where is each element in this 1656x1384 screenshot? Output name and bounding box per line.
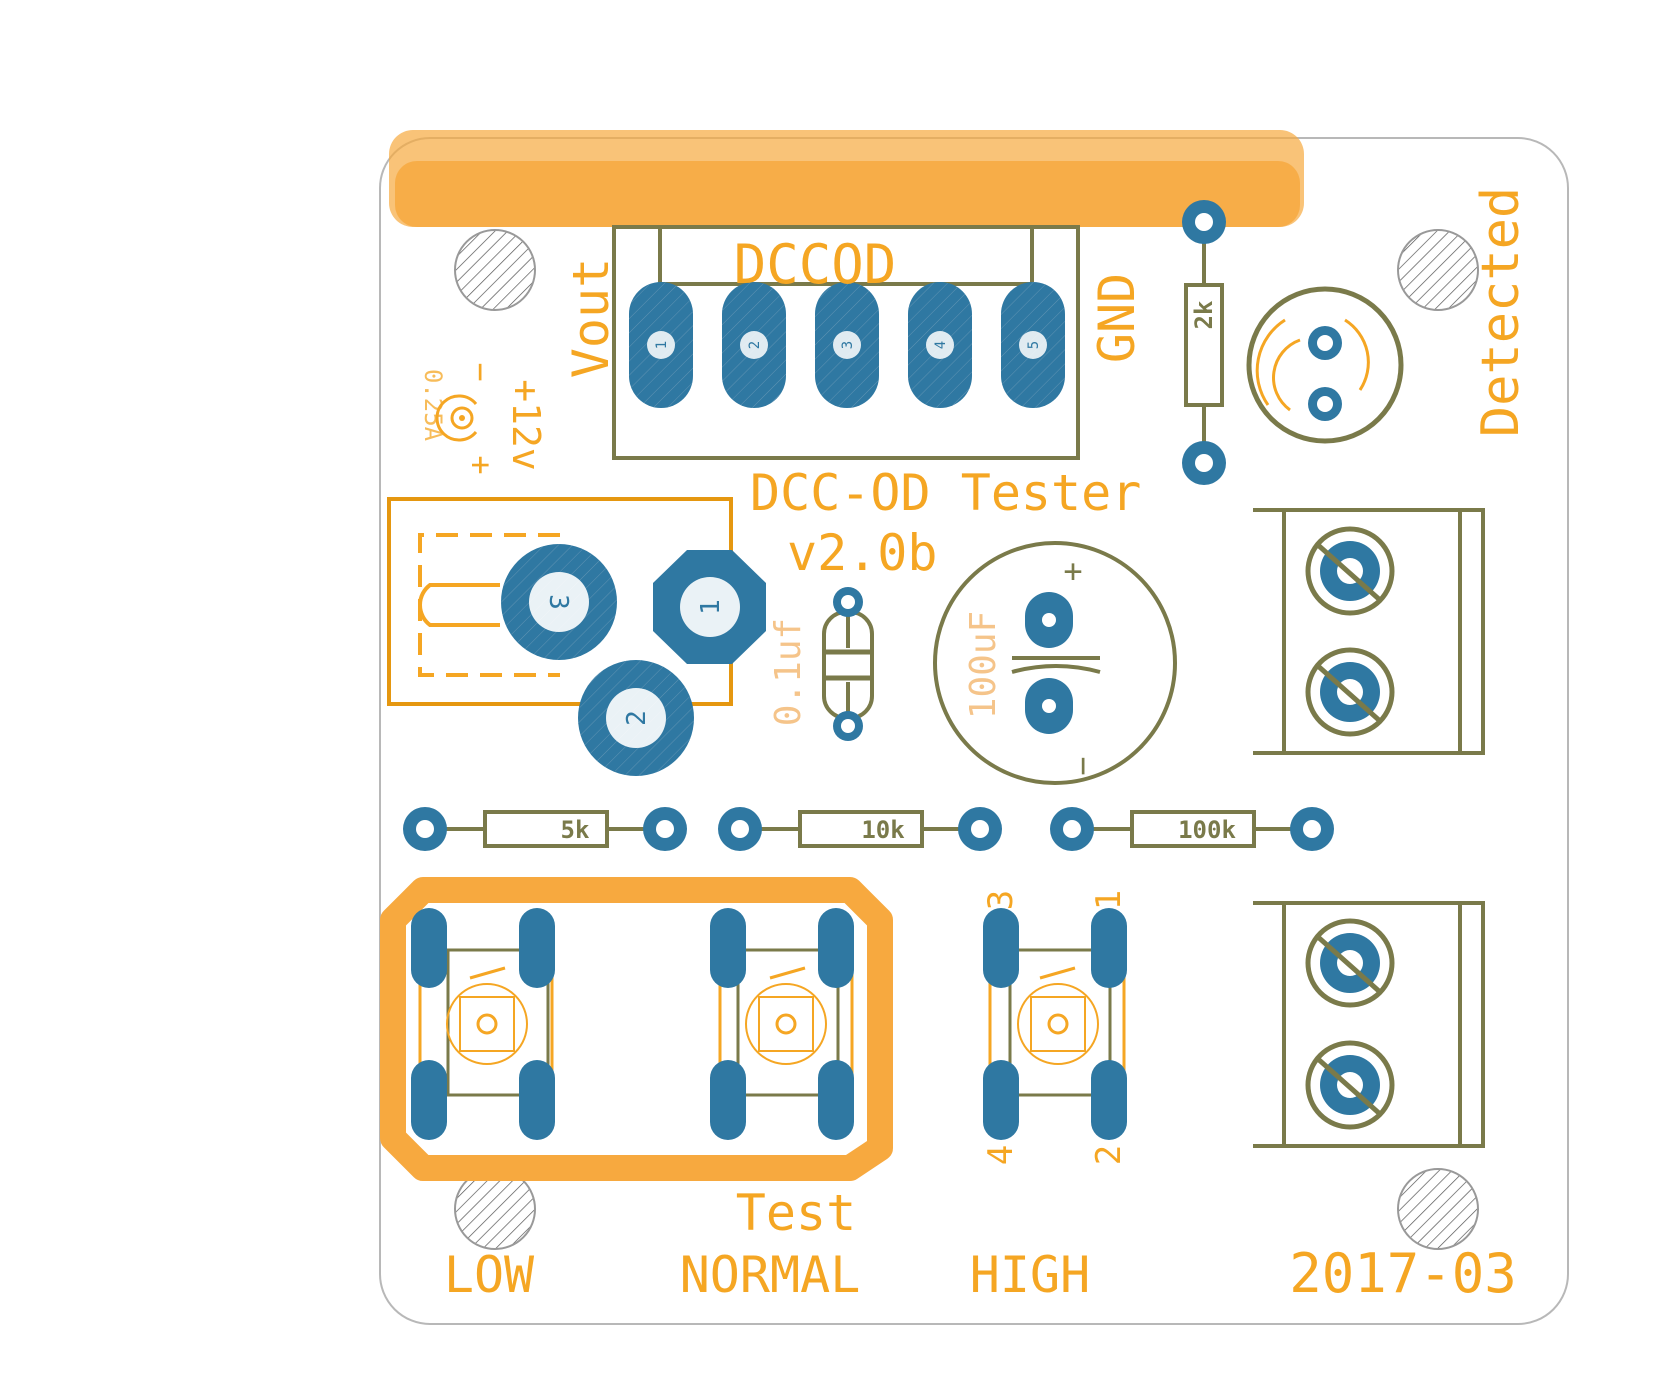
resistor-100k-label: 100k [1178, 816, 1236, 844]
resistor-5k-label: 5k [561, 816, 590, 844]
connector-pin-2: 2 [747, 341, 763, 349]
mount-hole-br [1397, 1168, 1479, 1250]
vout-label: Vout [562, 258, 620, 378]
button-high-pin-1: 1 [1089, 890, 1129, 910]
mount-hole-tl [454, 229, 536, 311]
detected-label: Detected [1471, 187, 1531, 437]
capacitor-minus: − [1065, 756, 1103, 775]
test-label: Test [736, 1184, 856, 1242]
resistor-2k [1182, 200, 1226, 485]
power-minus: − [462, 362, 500, 381]
button-low[interactable] [411, 908, 555, 1140]
terminal-block-top [1253, 508, 1485, 755]
capacitor-plus: + [1063, 552, 1082, 590]
connector-body [612, 225, 1080, 460]
resistor-10k [718, 807, 1002, 851]
connector-pin-1: 1 [654, 341, 670, 349]
capacitor-0.1uf [822, 587, 874, 741]
led [1246, 286, 1404, 444]
connector-pin-3: 3 [840, 341, 856, 349]
mount-hole-tr [1397, 229, 1479, 311]
button-group-outline [380, 877, 893, 1181]
dc-jack [387, 497, 766, 776]
capacitor-electrolytic-label: 100uF [963, 611, 1004, 719]
dccod-connector: 1 2 3 4 5 [612, 225, 1080, 460]
capacitor-100uf [933, 541, 1177, 785]
button-normal-label: NORMAL [680, 1246, 861, 1304]
power-plus: + [462, 455, 500, 474]
mount-holes [454, 229, 1479, 1250]
gnd-label: GND [1088, 273, 1146, 363]
button-high-pin-4: 4 [981, 1145, 1021, 1165]
button-high-pin-3: 3 [981, 890, 1021, 910]
button-normal[interactable] [710, 908, 854, 1140]
button-high-label: HIGH [970, 1246, 1090, 1304]
connector-pin-4: 4 [933, 341, 949, 349]
connector-name: DCCOD [734, 233, 897, 296]
button-low-label: LOW [444, 1246, 535, 1304]
jack-pin-1: 1 [696, 599, 726, 615]
board-date: 2017-03 [1289, 1242, 1517, 1305]
button-high-pin-2: 2 [1089, 1145, 1129, 1165]
top-bar [395, 161, 1300, 227]
resistor-2k-label: 2k [1190, 300, 1218, 329]
resistor-5k [403, 807, 687, 851]
board-title: DCC-OD Tester [750, 464, 1141, 522]
jack-pin-3: 3 [543, 594, 573, 610]
capacitor-small-label: 0.1uf [768, 618, 809, 726]
terminal-block-bottom [1253, 901, 1485, 1148]
power-voltage: +12v [504, 379, 548, 471]
resistor-10k-label: 10k [861, 816, 905, 844]
connector-pads [629, 282, 1065, 408]
power-polarity-icon [435, 394, 478, 442]
board-version: v2.0b [787, 524, 938, 582]
resistor-100k [1050, 807, 1334, 851]
button-high[interactable] [983, 908, 1127, 1140]
connector-pin-5: 5 [1026, 341, 1042, 349]
jack-pin-2: 2 [622, 710, 652, 726]
